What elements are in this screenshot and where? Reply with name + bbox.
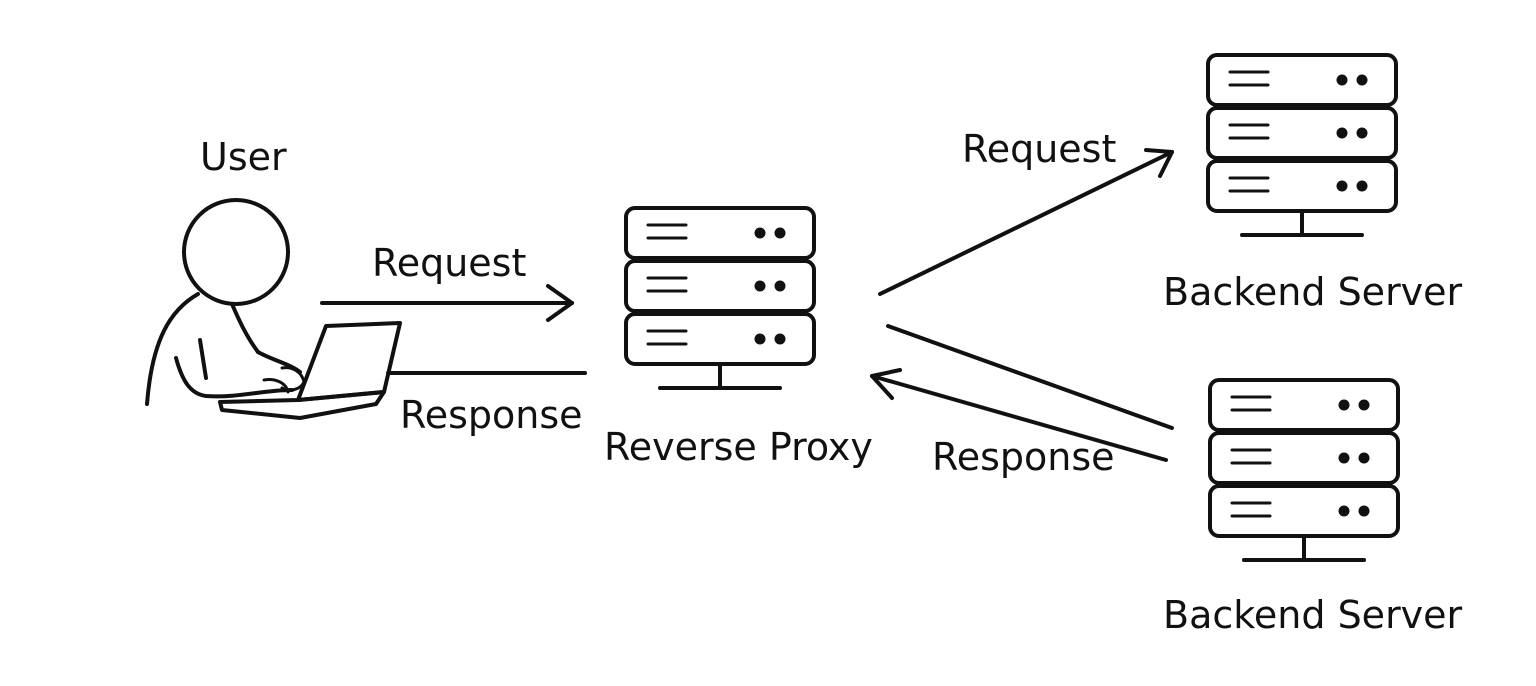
user-figure	[145, 198, 306, 406]
backend-server-bottom-icon	[1208, 378, 1400, 562]
user-label: User	[200, 135, 287, 179]
backend-server-bottom-label: Backend Server	[1163, 593, 1463, 637]
reverse-proxy-server-icon	[624, 206, 816, 390]
backend-server-top-label: Backend Server	[1163, 270, 1463, 314]
backend-server-top-icon	[1206, 53, 1398, 237]
backend-response-line	[886, 324, 1174, 430]
user-request-arrow	[320, 284, 574, 322]
proxy-response-arrow	[870, 368, 1168, 462]
user-response-label: Response	[400, 393, 583, 437]
proxy-request-arrow	[878, 148, 1174, 296]
laptop-icon	[218, 321, 402, 420]
proxy-response-label: Response	[932, 435, 1115, 479]
reverse-proxy-label: Reverse Proxy	[604, 425, 873, 469]
user-request-label: Request	[372, 241, 526, 285]
proxy-request-label: Request	[962, 127, 1116, 171]
